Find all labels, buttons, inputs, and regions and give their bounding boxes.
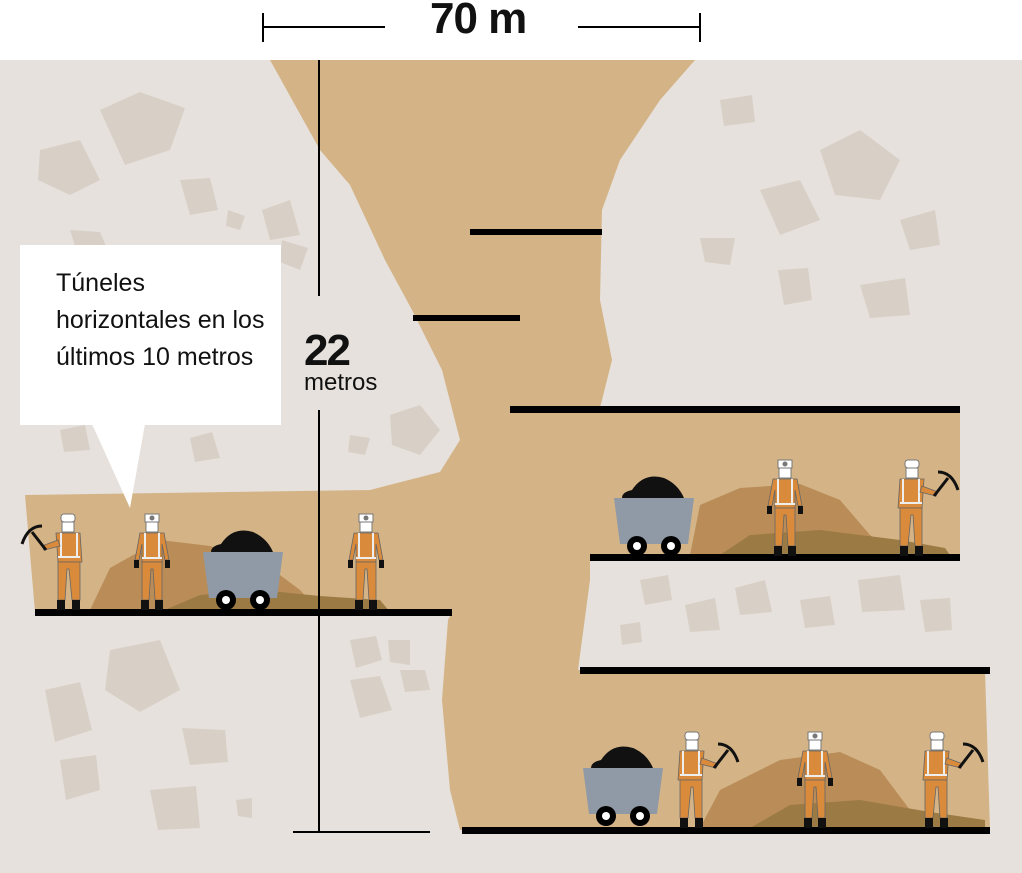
width-dimension-line	[262, 13, 701, 42]
rock-chunks	[38, 92, 952, 830]
platforms	[35, 229, 990, 834]
depth-dimension-line	[293, 60, 430, 833]
callout-box	[20, 245, 281, 508]
depth-value: 22	[304, 326, 351, 375]
width-label: 70 m	[430, 0, 527, 43]
depth-unit: metros	[304, 369, 378, 396]
callout-text: Túneles horizontales en los últimos 10 m…	[56, 269, 265, 371]
excavation-pit	[25, 60, 990, 830]
